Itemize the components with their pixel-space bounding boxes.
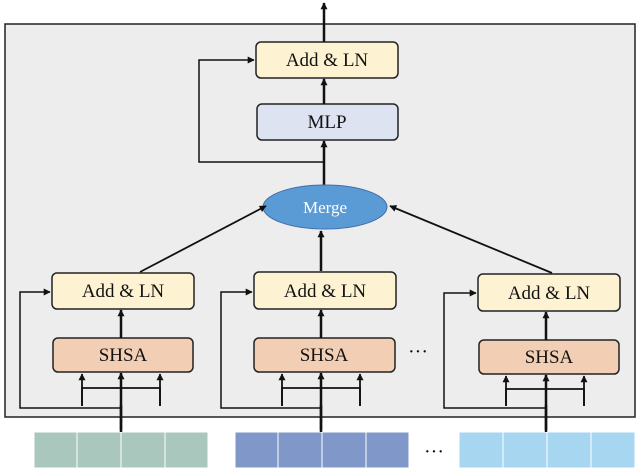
head-3: Add & LN SHSA [443, 273, 621, 430]
merge-label: Merge [303, 198, 347, 217]
head-1-shsa-block [52, 337, 194, 373]
head-2: Add & LN SHSA [220, 271, 397, 430]
head-1: Add & LN SHSA [19, 272, 195, 430]
top-add-ln-label: Add & LN [286, 50, 369, 71]
mlp-block: MLP [256, 103, 399, 141]
token-group-1 [33, 431, 209, 469]
head-3-add-ln-label: Add & LN [508, 283, 591, 304]
mlp-label: MLP [307, 112, 346, 133]
head-3-residual-connection [443, 289, 546, 409]
head3-to-merge-arrow [389, 205, 553, 274]
head-3-shsa-label: SHSA [525, 347, 574, 368]
top-residual-connection [198, 56, 324, 163]
head-1-add-ln-label: Add & LN [82, 281, 165, 302]
head-1-residual-connection [19, 288, 121, 409]
tokens-ellipsis: ··· [424, 441, 444, 463]
token-group-2 [234, 431, 410, 469]
top-add-ln-block: Add & LN [255, 41, 399, 79]
head-2-shsa-block [253, 337, 396, 373]
head-1-add-ln-block [51, 272, 195, 310]
head-2-residual-connection [220, 288, 321, 409]
head1-to-merge-arrow [139, 205, 267, 273]
heads-ellipsis: ··· [408, 341, 428, 363]
head-3-shsa-block [478, 339, 620, 375]
head-3-add-ln-block [477, 273, 621, 312]
head-2-shsa-label: SHSA [300, 345, 349, 366]
head-2-add-ln-label: Add & LN [284, 281, 367, 302]
token-group-3 [458, 431, 636, 469]
merge-node: Merge [262, 184, 388, 230]
head-2-add-ln-block [253, 271, 397, 310]
head-1-shsa-label: SHSA [99, 345, 148, 366]
